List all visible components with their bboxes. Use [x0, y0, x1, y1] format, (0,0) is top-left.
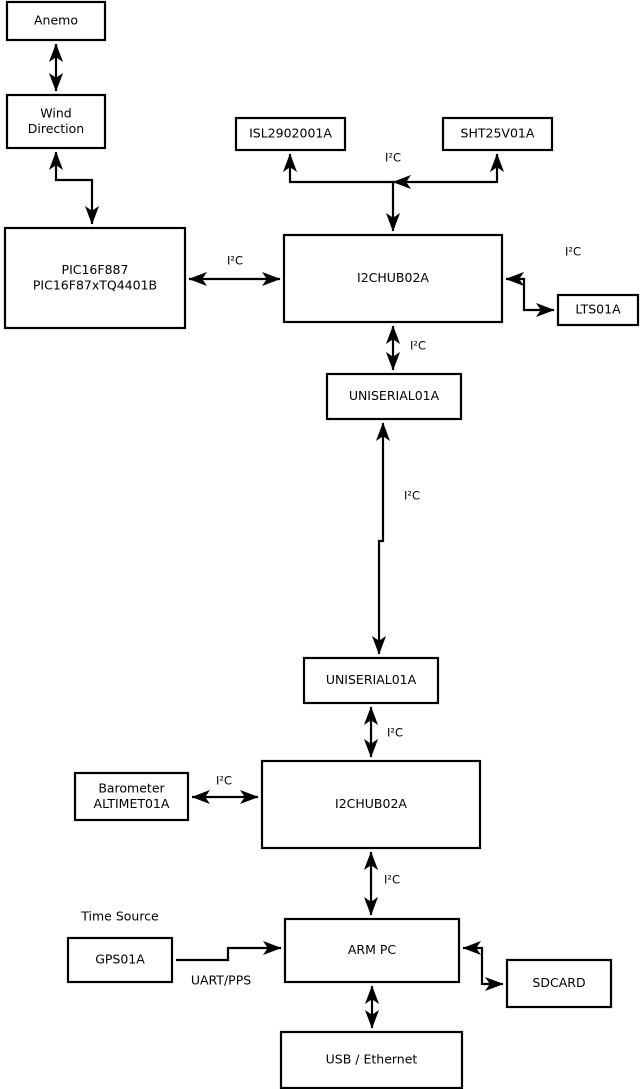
node-box-usbeth: [279, 1030, 464, 1089]
edge-armpc-sdcard: [462, 940, 504, 992]
node-label-sht: SHT25V01A: [461, 126, 535, 141]
node-usbeth[interactable]: USB / Ethernet: [279, 1030, 464, 1089]
node-gps[interactable]: GPS01A: [66, 936, 174, 984]
label-i2c-uniserial-link: I²C: [404, 489, 420, 503]
label-i2c-pic-hub: I²C: [227, 254, 243, 268]
node-label-hub_top: I2CHUB02A: [357, 270, 429, 285]
node-label-lts: LTS01A: [575, 302, 621, 317]
edge-uniserial-link: [371, 422, 391, 655]
node-box-hub_bot: [260, 759, 482, 850]
edge-path-uniserial-link: [371, 422, 391, 655]
node-box-wind: [5, 93, 107, 150]
node-box-uniserial_bot: [302, 656, 440, 705]
edge-hub-sht: [392, 153, 505, 190]
edge-path-hub-isl: [282, 153, 401, 232]
node-label-wind: Direction: [28, 121, 84, 136]
node-lts[interactable]: LTS01A: [556, 293, 640, 327]
node-label-uniserial_top: UNISERIAL01A: [349, 388, 440, 403]
edge-path-armpc-sdcard: [462, 940, 504, 992]
node-label-pic: PIC16F87xTQ4401B: [33, 277, 157, 292]
node-armpc[interactable]: ARM PC: [283, 917, 461, 984]
free-labels-layer: Time Source I²C I²C I²C I²C I²C I²C I²C I²C UART/…: [80, 151, 581, 988]
edge-path-hub-sht: [392, 153, 505, 190]
edges-layer: [48, 43, 555, 1029]
node-label-wind: Wind: [40, 105, 71, 120]
label-i2c-hub-uniserial: I²C: [410, 339, 426, 353]
node-hub_top[interactable]: I2CHUB02A: [282, 233, 504, 324]
edge-path-wind-pic: [48, 151, 100, 225]
node-box-anemo: [5, 0, 107, 42]
node-label-barometer: Barometer: [98, 780, 165, 795]
node-box-sht: [441, 116, 554, 152]
node-label-armpc: ARM PC: [348, 942, 397, 957]
label-time-source: Time Source: [80, 909, 159, 924]
edge-path-hub-lts: [505, 271, 555, 318]
label-i2c-hub-isl-sht: I²C: [385, 151, 401, 165]
node-box-hub_top: [282, 233, 504, 324]
node-label-hub_bot: I2CHUB02A: [335, 796, 407, 811]
node-box-pic: [3, 226, 187, 330]
node-anemo[interactable]: Anemo: [5, 0, 107, 42]
node-label-gps: GPS01A: [95, 952, 145, 967]
edge-path-gps-armpc: [176, 940, 282, 962]
node-box-sdcard: [505, 958, 613, 1009]
edge-wind-pic: [48, 151, 100, 225]
node-label-usbeth: USB / Ethernet: [326, 1052, 418, 1067]
node-isl[interactable]: ISL2902001A: [234, 116, 347, 152]
node-uniserial_top[interactable]: UNISERIAL01A: [325, 372, 463, 421]
node-uniserial_bot[interactable]: UNISERIAL01A: [302, 656, 440, 705]
node-label-uniserial_bot: UNISERIAL01A: [326, 672, 417, 687]
node-box-lts: [556, 293, 640, 327]
label-i2c-hub-lts: I²C: [565, 245, 581, 259]
node-box-uniserial_top: [325, 372, 463, 421]
node-label-isl: ISL2902001A: [249, 126, 332, 141]
node-box-isl: [234, 116, 347, 152]
label-i2c-barometer-hub: I²C: [216, 774, 232, 788]
node-box-armpc: [283, 917, 461, 984]
edge-hub-isl: [282, 153, 401, 232]
node-box-barometer: [73, 771, 190, 822]
node-box-gps: [66, 936, 174, 984]
label-i2c-hub-armpc: I²C: [384, 873, 400, 887]
nodes-layer: AnemoWindDirectionPIC16F887PIC16F87xTQ44…: [3, 0, 640, 1089]
node-label-pic: PIC16F887: [62, 262, 129, 277]
node-label-sdcard: SDCARD: [532, 975, 585, 990]
node-hub_bot[interactable]: I2CHUB02A: [260, 759, 482, 850]
label-uart-pps: UART/PPS: [191, 973, 251, 988]
node-label-barometer: ALTIMET01A: [94, 796, 170, 811]
edge-gps-armpc: [176, 940, 282, 962]
label-i2c-uniserial-hub: I²C: [387, 726, 403, 740]
node-sht[interactable]: SHT25V01A: [441, 116, 554, 152]
node-label-anemo: Anemo: [34, 13, 78, 28]
node-sdcard[interactable]: SDCARD: [505, 958, 613, 1009]
edge-hub-lts: [505, 271, 555, 318]
